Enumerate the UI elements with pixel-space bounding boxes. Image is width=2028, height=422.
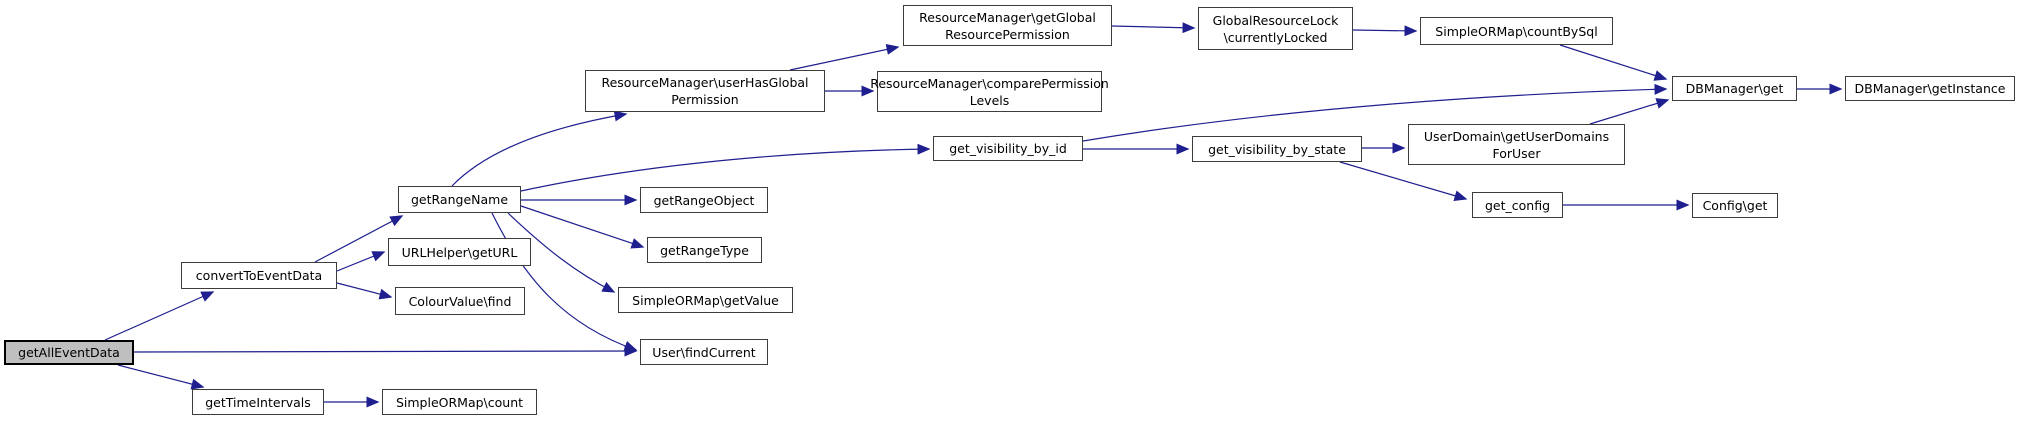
call-edge-getRangeName-to-SimpleORMap_getValue [507, 212, 616, 293]
graph-node-User_findCurrent[interactable]: User\findCurrent [640, 339, 768, 365]
call-edge-ResourceManager_getGlobalResourcePermission-to-GlobalResourceLock_currentlyLocked [1111, 22, 1196, 34]
call-edge-convertToEventData-to-ColourValue_find [336, 282, 393, 300]
call-edge-getAllEventData-to-getTimeIntervals [117, 364, 205, 390]
graph-node-get_visibility_by_id[interactable]: get_visibility_by_id [933, 136, 1083, 161]
graph-node-DBManager_get[interactable]: DBManager\get [1672, 76, 1797, 101]
graph-node-UserDomain_getUserDomainsForUser[interactable]: UserDomain\getUserDomains ForUser [1408, 124, 1625, 165]
graph-node-Config_get[interactable]: Config\get [1692, 193, 1778, 218]
call-edge-convertToEventData-to-URLHelper_getURL [336, 251, 386, 272]
call-edge-get_visibility_by_id-to-DBManager_get [1082, 83, 1668, 142]
call-edge-getAllEventData-to-User_findCurrent [133, 345, 638, 357]
graph-node-getAllEventData[interactable]: getAllEventData [4, 340, 134, 365]
graph-node-get_config[interactable]: get_config [1472, 192, 1563, 218]
graph-node-convertToEventData[interactable]: convertToEventData [181, 262, 337, 289]
graph-node-ResourceManager_comparePermissionLevels[interactable]: ResourceManager\comparePermission Levels [870, 71, 1109, 112]
graph-node-ColourValue_find[interactable]: ColourValue\find [395, 287, 525, 315]
graph-node-getTimeIntervals[interactable]: getTimeIntervals [192, 389, 324, 415]
graph-node-DBManager_getInstance[interactable]: DBManager\getInstance [1845, 76, 2015, 101]
call-edge-getAllEventData-to-convertToEventData [104, 291, 215, 341]
call-edge-convertToEventData-to-getRangeName [314, 215, 404, 263]
graph-node-SimpleORMap_count[interactable]: SimpleORMap\count [382, 389, 537, 415]
call-edge-GlobalResourceLock_currentlyLocked-to-SimpleORMap_countBySql [1352, 25, 1418, 37]
call-edge-getRangeName-to-User_findCurrent [491, 212, 638, 352]
call-edge-UserDomain_getUserDomainsForUser-to-DBManager_get [1589, 98, 1670, 125]
graph-node-ResourceManager_userHasGlobalPermission[interactable]: ResourceManager\userHasGlobal Permission [585, 70, 825, 112]
graph-node-URLHelper_getURL[interactable]: URLHelper\getURL [388, 238, 531, 266]
call-edge-get_visibility_by_state-to-get_config [1339, 161, 1468, 202]
graph-node-SimpleORMap_countBySql[interactable]: SimpleORMap\countBySql [1420, 17, 1613, 45]
graph-node-getRangeName[interactable]: getRangeName [398, 186, 521, 213]
graph-node-ResourceManager_getGlobalResourcePermission[interactable]: ResourceManager\getGlobal ResourcePermis… [903, 5, 1112, 46]
graph-node-getRangeObject[interactable]: getRangeObject [640, 187, 768, 213]
call-edge-ResourceManager_userHasGlobalPermission-to-ResourceManager_getGlobalResourcePermission [789, 44, 900, 71]
call-edge-getRangeName-to-ResourceManager_userHasGlobalPermission [451, 110, 628, 187]
graph-node-getRangeType[interactable]: getRangeType [647, 237, 762, 263]
graph-node-get_visibility_by_state[interactable]: get_visibility_by_state [1192, 136, 1362, 162]
graph-node-SimpleORMap_getValue[interactable]: SimpleORMap\getValue [618, 287, 793, 313]
graph-node-GlobalResourceLock_currentlyLocked[interactable]: GlobalResourceLock \currentlyLocked [1198, 7, 1353, 50]
call-edge-SimpleORMap_countBySql-to-DBManager_get [1559, 44, 1668, 81]
call-edge-getRangeName-to-get_visibility_by_id [520, 143, 931, 192]
call-edge-getRangeName-to-getRangeType [520, 205, 645, 249]
